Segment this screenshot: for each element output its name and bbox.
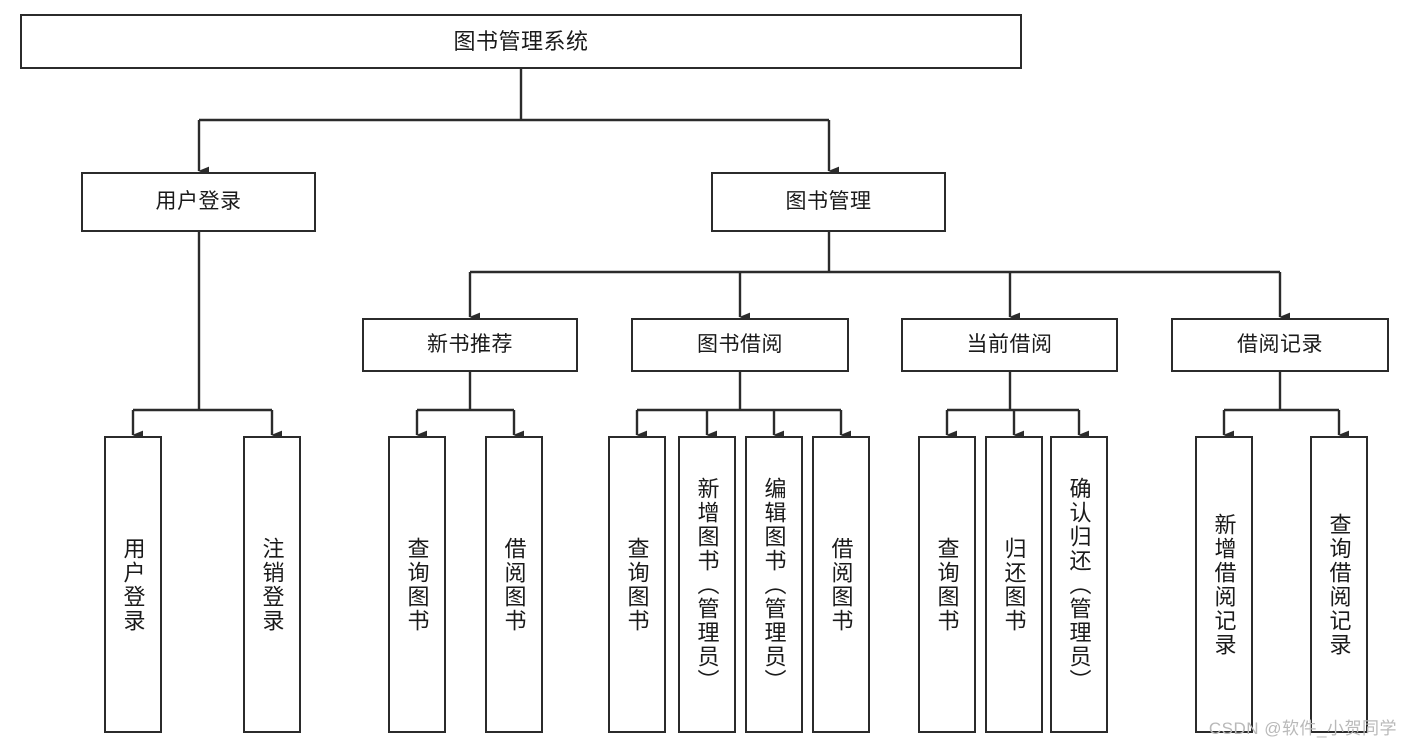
node-login[interactable]: 用户登录 [81, 172, 316, 232]
node-label: 借阅图书 [828, 536, 854, 633]
node-leaf-user-login[interactable]: 用户登录 [104, 436, 162, 733]
node-leaf-cu-confirm[interactable]: 确认归还（管理员） [1050, 436, 1108, 733]
node-leaf-bo-lend[interactable]: 借阅图书 [812, 436, 870, 733]
node-newbook[interactable]: 新书推荐 [362, 318, 578, 372]
node-label: 归还图书 [1001, 536, 1027, 633]
node-leaf-bo-query[interactable]: 查询图书 [608, 436, 666, 733]
node-leaf-re-query[interactable]: 查询借阅记录 [1310, 436, 1368, 733]
node-leaf-cu-query[interactable]: 查询图书 [918, 436, 976, 733]
node-leaf-bo-add[interactable]: 新增图书（管理员） [678, 436, 736, 733]
node-label: 图书借阅 [697, 332, 783, 356]
node-label: 新增借阅记录 [1211, 512, 1237, 657]
node-label: 注销登录 [259, 536, 285, 633]
node-label: 借阅图书 [501, 536, 527, 633]
node-label: 借阅记录 [1237, 332, 1323, 356]
node-label: 用户登录 [120, 536, 146, 633]
node-label: 确认归还（管理员） [1066, 476, 1092, 693]
node-label: 图书管理系统 [453, 28, 589, 54]
node-records[interactable]: 借阅记录 [1171, 318, 1389, 372]
node-bookmgmt[interactable]: 图书管理 [711, 172, 946, 232]
node-leaf-user-logout[interactable]: 注销登录 [243, 436, 301, 733]
node-label: 查询图书 [934, 536, 960, 633]
node-label: 编辑图书（管理员） [761, 476, 787, 693]
node-leaf-bo-edit[interactable]: 编辑图书（管理员） [745, 436, 803, 733]
node-leaf-re-add[interactable]: 新增借阅记录 [1195, 436, 1253, 733]
node-current[interactable]: 当前借阅 [901, 318, 1118, 372]
node-label: 查询借阅记录 [1326, 512, 1352, 657]
node-label: 图书管理 [785, 189, 872, 213]
node-leaf-new-borrow[interactable]: 借阅图书 [485, 436, 543, 733]
node-label: 新书推荐 [427, 332, 513, 356]
node-borrow[interactable]: 图书借阅 [631, 318, 849, 372]
node-leaf-cu-return[interactable]: 归还图书 [985, 436, 1043, 733]
node-label: 查询图书 [404, 536, 430, 633]
node-label: 当前借阅 [966, 332, 1053, 356]
node-label: 用户登录 [155, 189, 242, 213]
node-label: 查询图书 [624, 536, 650, 633]
node-label: 新增图书（管理员） [694, 476, 720, 693]
node-leaf-new-query[interactable]: 查询图书 [388, 436, 446, 733]
node-root[interactable]: 图书管理系统 [20, 14, 1022, 69]
watermark: CSDN @软件_小贺同学 [1208, 719, 1397, 738]
